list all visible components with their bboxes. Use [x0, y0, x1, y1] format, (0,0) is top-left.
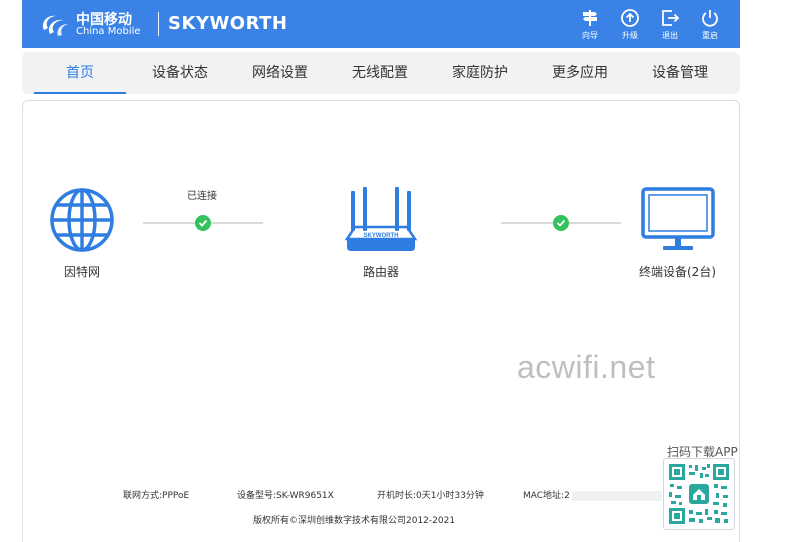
device-model: 设备型号:SK-WR9651X — [237, 491, 334, 501]
power-icon — [702, 10, 718, 27]
router-brand-text: SKYWORTH — [364, 233, 399, 239]
nav-network-settings[interactable]: 网络设置 — [252, 65, 308, 81]
upgrade-arrow-icon — [621, 9, 639, 27]
nav-device-management[interactable]: 设备管理 — [652, 65, 708, 81]
qr-code-icon — [667, 462, 731, 526]
mac-address: MAC地址:2 — [523, 488, 662, 501]
wan-connected-check-icon — [195, 215, 211, 231]
router-label: 路由器 — [362, 265, 399, 279]
main-nav: 首页 设备状态 网络设置 无线配置 家庭防护 更多应用 设备管理 — [22, 52, 740, 94]
app-qr-code[interactable] — [663, 458, 735, 530]
nav-device-status[interactable]: 设备状态 — [152, 65, 208, 81]
router-icon: SKYWORTH — [344, 187, 418, 251]
reboot-label: 重启 — [702, 31, 718, 40]
mac-address-text: MAC地址:2 — [523, 491, 570, 501]
signpost-icon — [583, 10, 597, 26]
wizard-label: 向导 — [582, 31, 598, 40]
reboot-button[interactable]: 重启 — [690, 8, 730, 44]
uptime: 开机时长:0天1小时33分钟 — [377, 491, 484, 501]
wan-status-label: 已连接 — [187, 191, 217, 202]
logout-button[interactable]: 退出 — [650, 8, 690, 44]
terminal-node[interactable]: 终端设备(2台) — [639, 187, 716, 280]
wizard-button[interactable]: 向导 — [570, 8, 610, 44]
china-mobile-logo: 中国移动 China Mobile SKYWORTH — [38, 8, 287, 40]
china-mobile-logo-icon — [42, 15, 68, 36]
monitor-icon — [640, 187, 715, 250]
logout-label: 退出 — [662, 31, 678, 40]
logo-divider — [158, 12, 159, 36]
internet-label: 因特网 — [63, 265, 100, 279]
connection-type: 联网方式:PPPoE — [123, 491, 190, 501]
mac-redacted-block — [571, 490, 662, 501]
header-tools: 向导 升级 退出 重启 — [570, 8, 730, 44]
home-panel: 因特网 已连接 SKYWORTH 路由器 — [22, 100, 740, 542]
brand-product: SKYWORTH — [168, 13, 288, 34]
upgrade-button[interactable]: 升级 — [610, 8, 650, 44]
internet-node[interactable]: 因特网 — [49, 187, 115, 280]
upgrade-label: 升级 — [622, 31, 638, 40]
top-header: 中国移动 China Mobile SKYWORTH 向导 升级 — [22, 0, 740, 48]
nav-home[interactable]: 首页 — [30, 52, 130, 94]
copyright-text: 版权所有©深圳创维数字技术有限公司2012-2021 — [253, 516, 456, 526]
lan-connected-check-icon — [553, 215, 569, 231]
nav-more-apps[interactable]: 更多应用 — [552, 65, 608, 81]
nav-wireless-config[interactable]: 无线配置 — [352, 65, 408, 81]
router-node[interactable]: SKYWORTH 路由器 — [341, 187, 421, 280]
logout-icon — [662, 10, 680, 26]
brand-cn: 中国移动 — [76, 12, 132, 28]
watermark-text: acwifi.net — [517, 349, 656, 385]
terminal-label: 终端设备(2台) — [639, 265, 716, 279]
brand-en: China Mobile — [76, 26, 141, 37]
globe-icon — [50, 188, 114, 252]
nav-home-protection[interactable]: 家庭防护 — [452, 65, 508, 81]
qr-download-label: 扫码下载APP — [667, 445, 738, 459]
